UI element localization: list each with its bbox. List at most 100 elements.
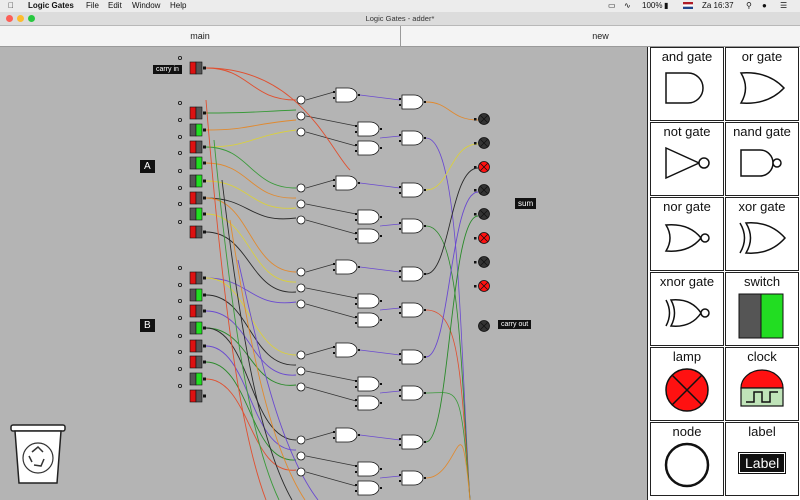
palette-nand-gate[interactable]: nand gate: [725, 122, 799, 196]
logic-gate[interactable]: [355, 312, 382, 328]
node[interactable]: [296, 350, 306, 360]
palette-and-gate[interactable]: and gate: [650, 47, 724, 121]
node[interactable]: [296, 382, 306, 392]
output-lamp[interactable]: [474, 184, 490, 196]
logic-gate[interactable]: [399, 182, 426, 198]
input-switch[interactable]: [177, 151, 206, 170]
carry-out-label[interactable]: carry out: [498, 320, 532, 329]
output-lamp[interactable]: [474, 137, 490, 149]
node[interactable]: [296, 366, 306, 376]
tab-main[interactable]: main: [0, 26, 401, 46]
output-lamp[interactable]: [474, 208, 490, 220]
output-lamp[interactable]: [474, 113, 490, 125]
palette-lamp[interactable]: lamp: [650, 347, 724, 421]
close-icon[interactable]: [6, 15, 13, 22]
logic-gate[interactable]: [399, 385, 426, 401]
input-switch[interactable]: [177, 201, 206, 221]
node[interactable]: [296, 283, 306, 293]
menu-clock[interactable]: Za 16:37: [702, 1, 734, 10]
menu-list-icon[interactable]: ☰: [780, 1, 788, 10]
logic-gate[interactable]: [355, 376, 382, 392]
palette-switch[interactable]: switch: [725, 272, 799, 346]
logic-gate[interactable]: [355, 461, 382, 477]
menu-help[interactable]: Help: [170, 1, 187, 10]
battery-icon[interactable]: ▮: [664, 1, 669, 10]
logic-gate[interactable]: [333, 175, 360, 191]
input-switch[interactable]: [177, 366, 206, 386]
logic-gate[interactable]: [355, 209, 382, 225]
input-switch[interactable]: [177, 118, 206, 137]
carry-in-label[interactable]: carry in: [153, 65, 182, 74]
logic-gate[interactable]: [399, 349, 426, 365]
menu-app-name[interactable]: Logic Gates: [28, 1, 74, 10]
node[interactable]: [296, 299, 306, 309]
output-lamp[interactable]: [474, 161, 490, 173]
input-switch[interactable]: [177, 169, 206, 188]
logic-gate[interactable]: [399, 94, 426, 110]
sum-label[interactable]: sum: [515, 198, 537, 209]
menu-window[interactable]: Window: [132, 1, 161, 10]
logic-gate[interactable]: [333, 342, 360, 358]
logic-gate[interactable]: [399, 130, 426, 146]
circuit-canvas[interactable]: carry in A B sum carry out: [0, 47, 647, 500]
node[interactable]: [296, 95, 306, 105]
output-lamp[interactable]: [474, 256, 490, 268]
palette-xor-gate[interactable]: xor gate: [725, 197, 799, 271]
user-icon[interactable]: ●: [762, 1, 767, 10]
node[interactable]: [296, 199, 306, 209]
input-switch[interactable]: [177, 298, 206, 318]
input-switch[interactable]: [177, 315, 206, 335]
input-switch[interactable]: [177, 185, 206, 205]
tab-new[interactable]: new: [592, 31, 609, 41]
palette-xnor-gate[interactable]: xnor gate: [650, 272, 724, 346]
logic-gate[interactable]: [355, 395, 382, 411]
logic-gate[interactable]: [399, 218, 426, 234]
input-switch[interactable]: [177, 219, 206, 239]
node[interactable]: [296, 183, 306, 193]
wifi-icon[interactable]: ∿: [624, 1, 631, 10]
input-switch[interactable]: [177, 333, 206, 353]
minimize-icon[interactable]: [17, 15, 24, 22]
logic-gate[interactable]: [355, 293, 382, 309]
palette-or-gate[interactable]: or gate: [725, 47, 799, 121]
logic-gate[interactable]: [333, 427, 360, 443]
palette-label-tool[interactable]: label Label: [725, 422, 799, 496]
logic-gate[interactable]: [355, 480, 382, 496]
circuit-components[interactable]: [0, 47, 647, 500]
input-switch[interactable]: [177, 135, 206, 154]
logic-gate[interactable]: [333, 259, 360, 275]
input-switch[interactable]: [177, 349, 206, 369]
node[interactable]: [296, 215, 306, 225]
palette-node[interactable]: node: [650, 422, 724, 496]
palette-nor-gate[interactable]: nor gate: [650, 197, 724, 271]
node[interactable]: [296, 111, 306, 121]
input-switch[interactable]: [177, 101, 206, 120]
input-b-label[interactable]: B: [140, 319, 155, 332]
palette-clock[interactable]: clock: [725, 347, 799, 421]
logic-gate[interactable]: [399, 470, 426, 486]
logic-gate[interactable]: [355, 121, 382, 137]
input-switch[interactable]: [177, 383, 206, 403]
input-switch[interactable]: [177, 265, 206, 285]
node[interactable]: [296, 127, 306, 137]
zoom-icon[interactable]: [28, 15, 35, 22]
menu-file[interactable]: File: [86, 1, 99, 10]
node[interactable]: [296, 451, 306, 461]
logic-gate[interactable]: [355, 228, 382, 244]
input-switch[interactable]: [177, 55, 206, 75]
search-icon[interactable]: ⚲: [746, 1, 752, 10]
node[interactable]: [296, 467, 306, 477]
logic-gate[interactable]: [355, 140, 382, 156]
menu-edit[interactable]: Edit: [108, 1, 122, 10]
output-lamp[interactable]: [474, 232, 490, 244]
logic-gate[interactable]: [399, 266, 426, 282]
input-a-label[interactable]: A: [140, 160, 155, 173]
logic-gate[interactable]: [399, 302, 426, 318]
logic-gate[interactable]: [333, 87, 360, 103]
palette-not-gate[interactable]: not gate: [650, 122, 724, 196]
node[interactable]: [296, 435, 306, 445]
input-switch[interactable]: [177, 282, 206, 302]
flag-icon[interactable]: [683, 0, 693, 12]
apple-icon[interactable]: : [8, 0, 14, 12]
logic-gate[interactable]: [399, 434, 426, 450]
